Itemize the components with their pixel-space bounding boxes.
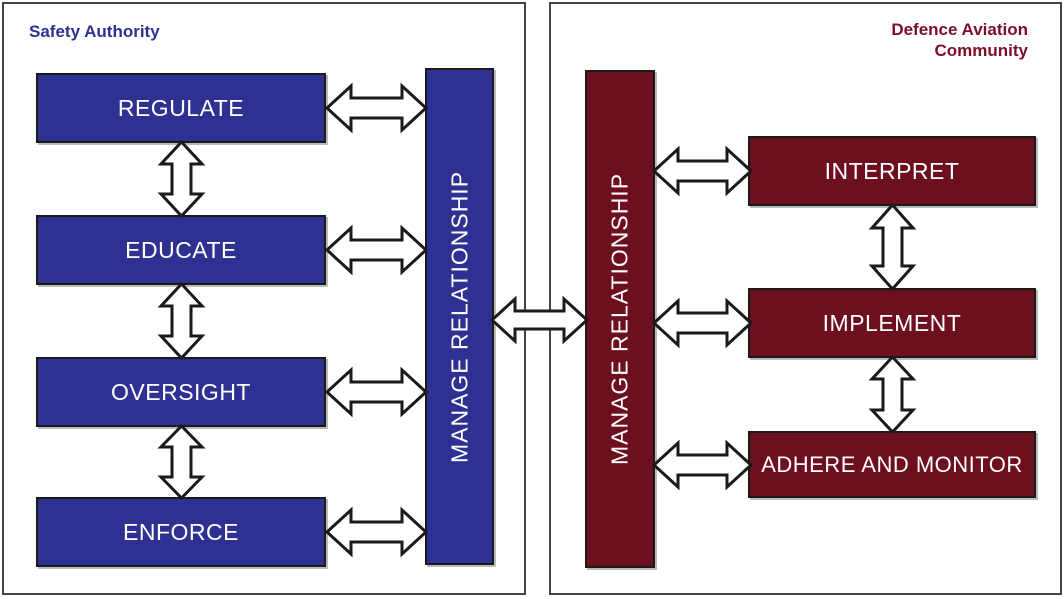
manage-relationship-bar-left-label: MANAGE RELATIONSHIP [446,170,472,463]
process-box-regulate[interactable]: REGULATE [36,73,326,143]
double-arrow-icon-educate-to-bar [324,224,429,276]
double-arrow-icon-oversight-to-bar [324,366,429,418]
double-arrow-icon-bar-to-adhere-and-monitor [651,439,754,491]
process-box-educate[interactable]: EDUCATE [36,215,326,285]
process-box-interpret-label: INTERPRET [824,157,960,184]
manage-relationship-bar-right[interactable]: MANAGE RELATIONSHIP [585,70,655,568]
panel-safety-authority [2,2,526,595]
double-arrow-icon-oversight-to-enforce [157,423,206,501]
double-arrow-icon-enforce-to-bar [324,506,429,558]
manage-relationship-bar-left[interactable]: MANAGE RELATIONSHIP [425,68,494,565]
double-arrow-icon-bar-to-bar [489,295,590,345]
process-box-adhere-and-monitor[interactable]: ADHERE AND MONITOR [748,431,1036,498]
process-box-enforce-label: ENFORCE [123,518,239,545]
panel-title-safety-authority: Safety Authority [29,22,160,41]
process-box-oversight[interactable]: OVERSIGHT [36,357,326,427]
process-box-oversight-label: OVERSIGHT [111,378,251,405]
double-arrow-icon-regulate-to-bar [324,82,429,134]
process-box-enforce[interactable]: ENFORCE [36,497,326,567]
manage-relationship-bar-right-label: MANAGE RELATIONSHIP [606,172,633,466]
process-box-adhere-and-monitor-label: ADHERE AND MONITOR [761,451,1023,477]
double-arrow-icon-bar-to-interpret [651,145,754,197]
double-arrow-icon-implement-to-adhere-and-monitor [868,354,917,435]
process-box-implement[interactable]: IMPLEMENT [748,288,1036,358]
process-box-implement-label: IMPLEMENT [822,309,962,336]
double-arrow-icon-interpret-to-implement [868,202,917,292]
process-box-interpret[interactable]: INTERPRET [748,136,1036,206]
panel-title-defence-aviation-community: Defence Aviation Community [891,20,1028,60]
double-arrow-icon-regulate-to-educate [157,139,206,219]
panel-defence-aviation-community [549,2,1062,595]
double-arrow-icon-educate-to-oversight [157,281,206,361]
process-box-regulate-label: REGULATE [117,94,245,121]
double-arrow-icon-bar-to-implement [651,297,754,349]
process-box-educate-label: EDUCATE [125,236,237,263]
